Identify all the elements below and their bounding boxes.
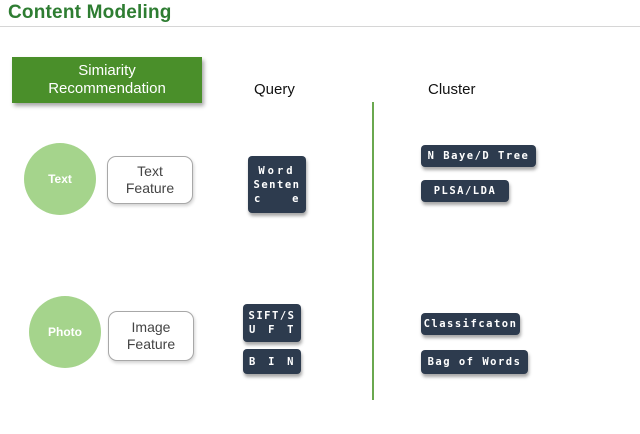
word-sentence-line-2: Senten	[253, 178, 301, 191]
sift-surf-line-2: U F T	[243, 323, 301, 337]
slide-title: Content Modeling	[8, 2, 172, 23]
word-sentence-e: e	[292, 192, 300, 205]
text-feature-box: Text Feature	[107, 156, 193, 204]
bag-of-words-chip: Bag of Words	[421, 350, 528, 374]
bin-i: I	[268, 355, 276, 368]
plsa-lda-chip: PLSA/LDA	[421, 180, 509, 202]
query-header: Query	[254, 81, 295, 98]
bin-chip: B I N	[243, 349, 301, 374]
bin-n: N	[287, 355, 295, 368]
bin-line: B I N	[243, 355, 301, 369]
sift-surf-t: T	[287, 324, 295, 336]
classification-chip: Classifcaton	[421, 313, 520, 335]
word-sentence-chip: Word Senten c e	[248, 156, 306, 213]
banner-line-1: Simiarity	[78, 62, 136, 79]
column-divider	[372, 102, 374, 400]
text-circle: Text	[24, 143, 96, 215]
n-baye-d-tree-chip: N Baye/D Tree	[421, 145, 536, 167]
word-sentence-line-3: c e	[248, 192, 306, 206]
sift-surf-f: F	[268, 324, 276, 336]
text-feature-line-1: Text	[137, 163, 163, 179]
cluster-header: Cluster	[428, 81, 476, 98]
word-sentence-c: c	[254, 192, 262, 205]
banner-line-2: Recommendation	[48, 80, 166, 97]
bin-b: B	[249, 355, 257, 368]
text-feature-line-2: Feature	[125, 180, 175, 196]
sift-surf-u: U	[249, 324, 257, 336]
sift-surf-chip: SIFT/S U F T	[243, 304, 301, 342]
image-feature-line-1: Image	[131, 319, 171, 335]
photo-circle: Photo	[29, 296, 101, 368]
title-divider	[0, 26, 640, 27]
word-sentence-line-1: Word	[258, 164, 296, 177]
image-feature-line-2: Feature	[126, 336, 176, 352]
image-feature-box: Image Feature	[108, 311, 194, 361]
similarity-recommendation-banner: Simiarity Recommendation	[12, 57, 202, 103]
sift-surf-line-1: SIFT/S	[248, 310, 296, 322]
